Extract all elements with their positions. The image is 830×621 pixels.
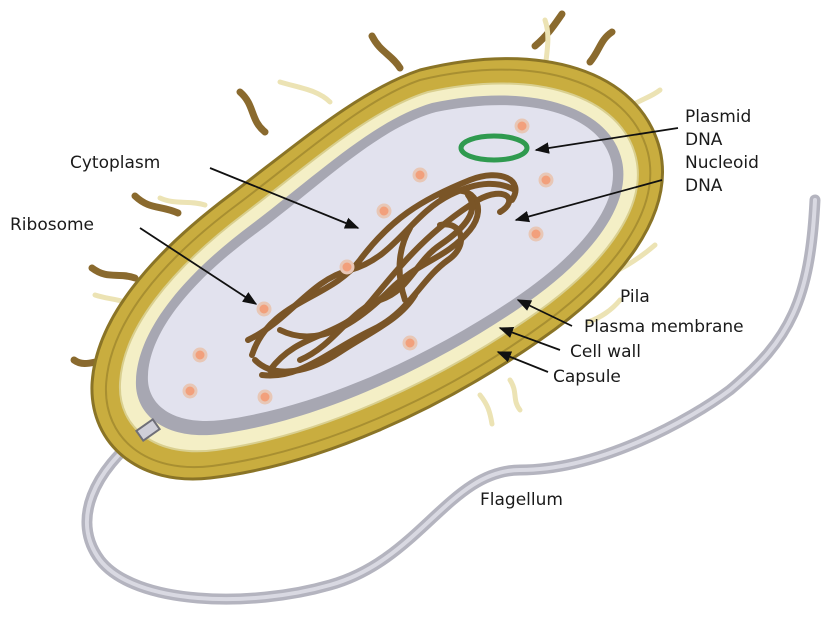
- ribosome-label: Ribosome: [10, 215, 94, 235]
- ribosome: [194, 349, 206, 361]
- capsule-label: Capsule: [553, 367, 621, 387]
- ribosome: [378, 205, 390, 217]
- ribosome: [258, 303, 270, 315]
- plasmid-label: Plasmid: [685, 107, 751, 127]
- pila-label: Pila: [620, 287, 650, 307]
- plasma-membrane-label: Plasma membrane: [584, 317, 744, 337]
- cytoplasm-label: Cytoplasm: [70, 153, 160, 173]
- nucleoid-label-dna: DNA: [685, 176, 723, 196]
- flagellum-label: Flagellum: [480, 490, 563, 510]
- ribosome: [414, 169, 426, 181]
- ribosome: [540, 174, 552, 186]
- nucleoid-label: Nucleoid: [685, 153, 759, 173]
- ribosome: [404, 337, 416, 349]
- plasmid-label-dna: DNA: [685, 130, 723, 150]
- cell-wall-label: Cell wall: [570, 342, 641, 362]
- ribosome: [259, 391, 271, 403]
- ribosome: [516, 120, 528, 132]
- ribosome: [341, 261, 353, 273]
- ribosome: [184, 385, 196, 397]
- ribosome: [530, 228, 542, 240]
